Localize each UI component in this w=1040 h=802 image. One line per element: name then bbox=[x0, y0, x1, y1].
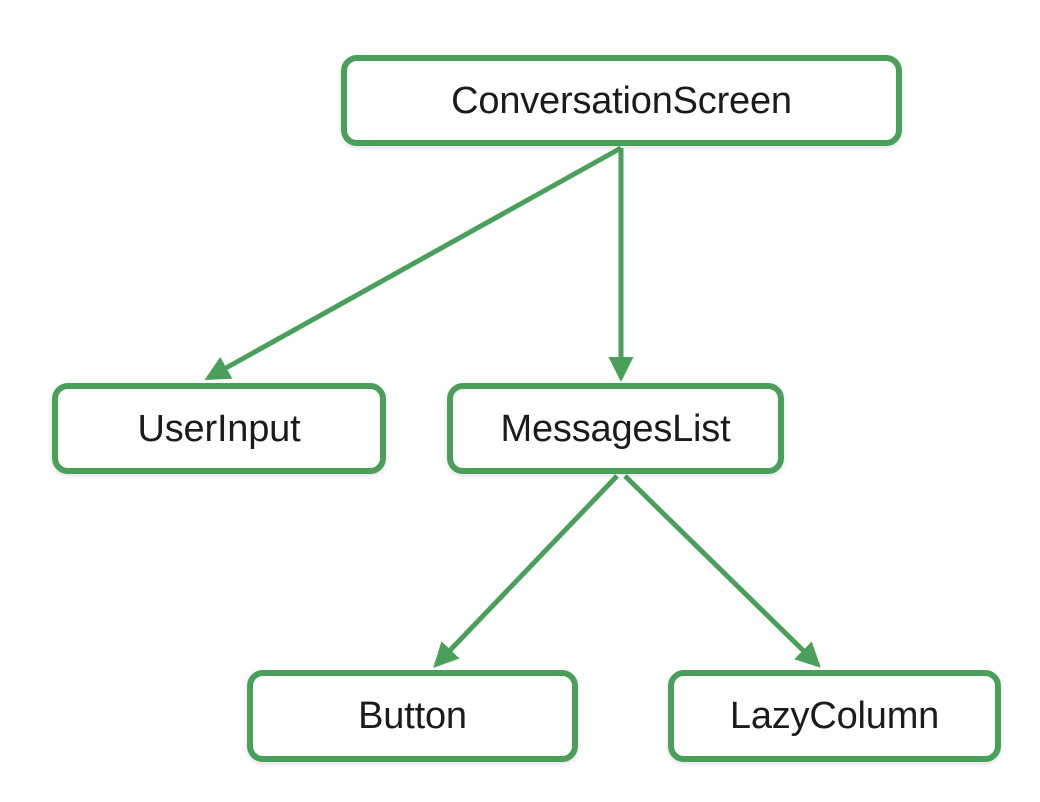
node-lazycolumn[interactable]: LazyColumn bbox=[668, 670, 1001, 762]
node-button[interactable]: Button bbox=[247, 670, 578, 762]
node-label: LazyColumn bbox=[729, 695, 940, 737]
node-label: ConversationScreen bbox=[451, 79, 792, 122]
edge-conversationscreen-userinput bbox=[204, 145, 623, 381]
node-label: UserInput bbox=[137, 407, 301, 450]
node-label: MessagesList bbox=[500, 407, 731, 450]
node-userinput[interactable]: UserInput bbox=[52, 383, 386, 474]
node-label: Button bbox=[358, 695, 467, 737]
node-conversationscreen[interactable]: ConversationScreen bbox=[341, 55, 902, 146]
edge-messageslist-button bbox=[433, 474, 619, 668]
node-messageslist[interactable]: MessagesList bbox=[447, 383, 784, 474]
edge-messageslist-lazycolumn bbox=[623, 474, 821, 668]
